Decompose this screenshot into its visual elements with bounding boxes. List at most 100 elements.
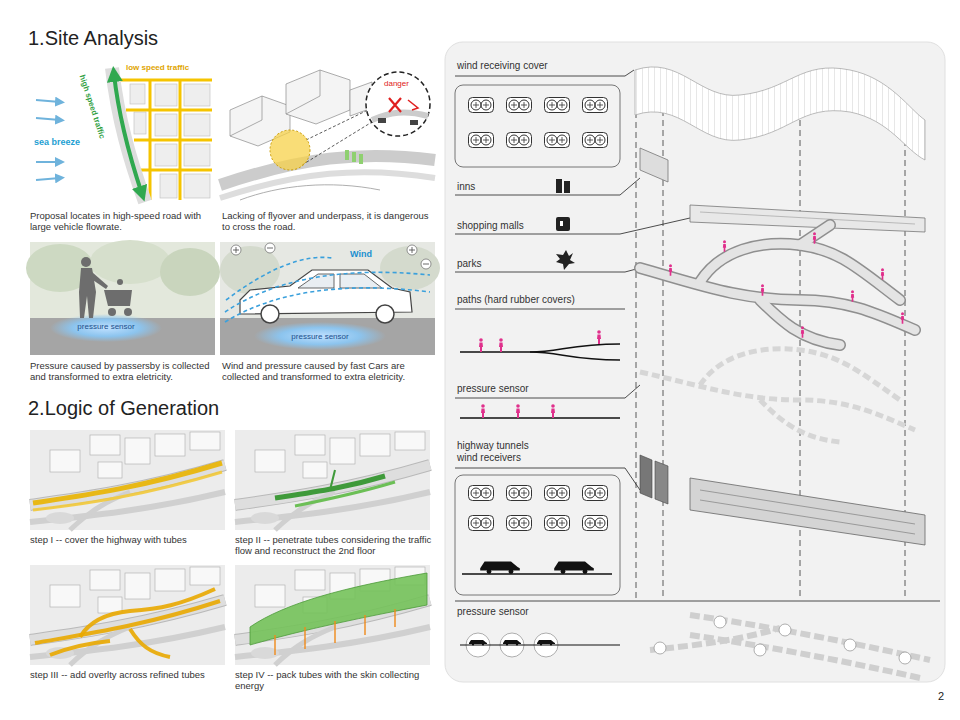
illustration-part — [754, 644, 766, 656]
step-four — [235, 565, 430, 665]
caption: Lacking of flyover and underpass, it is … — [222, 210, 434, 233]
illustration-part — [30, 565, 225, 665]
illustration-part — [30, 65, 215, 205]
illustration-part — [225, 272, 430, 312]
illustration-part — [104, 290, 132, 306]
illustration-part — [455, 309, 625, 310]
illustration-part — [650, 615, 930, 678]
illustration-part — [80, 589, 215, 637]
illustration-part — [460, 344, 620, 360]
illustration-part — [779, 624, 791, 636]
illustration-part — [690, 205, 925, 232]
illustration-part — [306, 110, 368, 140]
warning-label: danger — [384, 79, 424, 89]
car-scene — [220, 242, 440, 355]
illustration-part — [112, 68, 145, 202]
illustration-part — [226, 257, 332, 300]
label-slot: step I -- cover the highway with tubes — [30, 534, 228, 545]
illustration-part — [556, 179, 562, 193]
illustration-part — [635, 67, 925, 160]
illustration-part — [655, 461, 668, 504]
illustration-part — [155, 84, 177, 106]
illustration-part — [801, 326, 804, 338]
page-number: 2 — [922, 690, 944, 703]
step-two — [235, 430, 430, 530]
illustration-part — [901, 312, 904, 324]
illustration-part — [503, 640, 521, 646]
illustration-part — [462, 573, 612, 574]
illustration-part — [231, 245, 241, 255]
illustration-part — [250, 573, 427, 645]
illustration-part — [261, 305, 279, 323]
label-slot: 1.Site Analysis — [28, 26, 288, 50]
illustration-part — [220, 156, 435, 185]
illustration-part — [545, 98, 570, 113]
illustration-part — [583, 486, 608, 501]
illustration-part — [124, 308, 132, 316]
illustration-part — [690, 478, 925, 545]
illustration-part — [235, 565, 430, 665]
illustration-part — [761, 284, 764, 296]
illustration-part — [179, 80, 182, 200]
illustration-part — [597, 330, 601, 344]
illustration-part — [50, 641, 110, 655]
illustration-part — [376, 305, 394, 323]
illustration-part — [813, 232, 816, 244]
illustration-part — [654, 642, 666, 654]
illustration-part — [184, 144, 210, 166]
label-slot: Wind — [350, 249, 386, 260]
illustration-part — [225, 257, 430, 322]
illustration-part — [380, 246, 440, 290]
illustration-part — [50, 314, 162, 342]
illustration-part — [844, 639, 856, 651]
illustration-part — [556, 217, 570, 231]
label-slot: 2 — [922, 690, 944, 703]
illustration-part — [235, 430, 430, 530]
illustration-part — [507, 516, 532, 531]
illustration-part — [117, 279, 123, 285]
illustration-part — [408, 100, 418, 110]
label-slot: step IV -- pack tubes with the skin coll… — [235, 669, 435, 692]
illustration-part — [700, 349, 900, 400]
layer-label: pressure sensor — [457, 383, 577, 395]
illustration-part — [760, 300, 840, 345]
illustration-part — [700, 244, 900, 300]
illustration-part — [640, 455, 652, 498]
illustration-part — [700, 212, 915, 224]
illustration-part — [640, 225, 915, 345]
illustration-part — [184, 84, 210, 106]
illustration-part — [583, 516, 608, 531]
illustration-part — [231, 243, 431, 269]
illustration-part — [640, 225, 915, 345]
illustration-part — [130, 629, 170, 657]
illustration-part — [407, 245, 417, 255]
illustration-part — [564, 181, 570, 193]
illustration-part — [286, 70, 320, 114]
illustration-part — [469, 486, 494, 501]
illustration-part — [723, 240, 726, 252]
exploded-axonometric — [445, 42, 945, 682]
section-heading: 1.Site Analysis — [28, 26, 288, 50]
label-slot: sea breeze — [34, 137, 104, 148]
illustration-part — [460, 344, 620, 352]
illustration-part — [499, 338, 503, 352]
illustration-part — [881, 268, 884, 280]
layer-label: parks — [457, 258, 537, 270]
illustration-part — [267, 248, 273, 249]
illustration-part — [851, 290, 854, 302]
illustration-part — [275, 609, 395, 655]
label-slot: inns — [457, 181, 537, 193]
illustration-part — [35, 589, 220, 657]
label-slot: parks — [457, 258, 537, 270]
illustration-part — [233, 247, 239, 253]
illustration-part — [507, 98, 532, 113]
illustration-part — [760, 300, 840, 345]
illustration-part — [114, 74, 142, 194]
caption: Proposal locates in high-speed road with… — [30, 210, 220, 233]
illustration-part — [423, 264, 429, 265]
illustration-part — [274, 635, 275, 655]
illustration-part — [33, 472, 222, 510]
illustration-part — [530, 352, 620, 360]
label-slot: 2.Logic of Generation — [28, 396, 328, 420]
illustration-part — [480, 562, 520, 574]
